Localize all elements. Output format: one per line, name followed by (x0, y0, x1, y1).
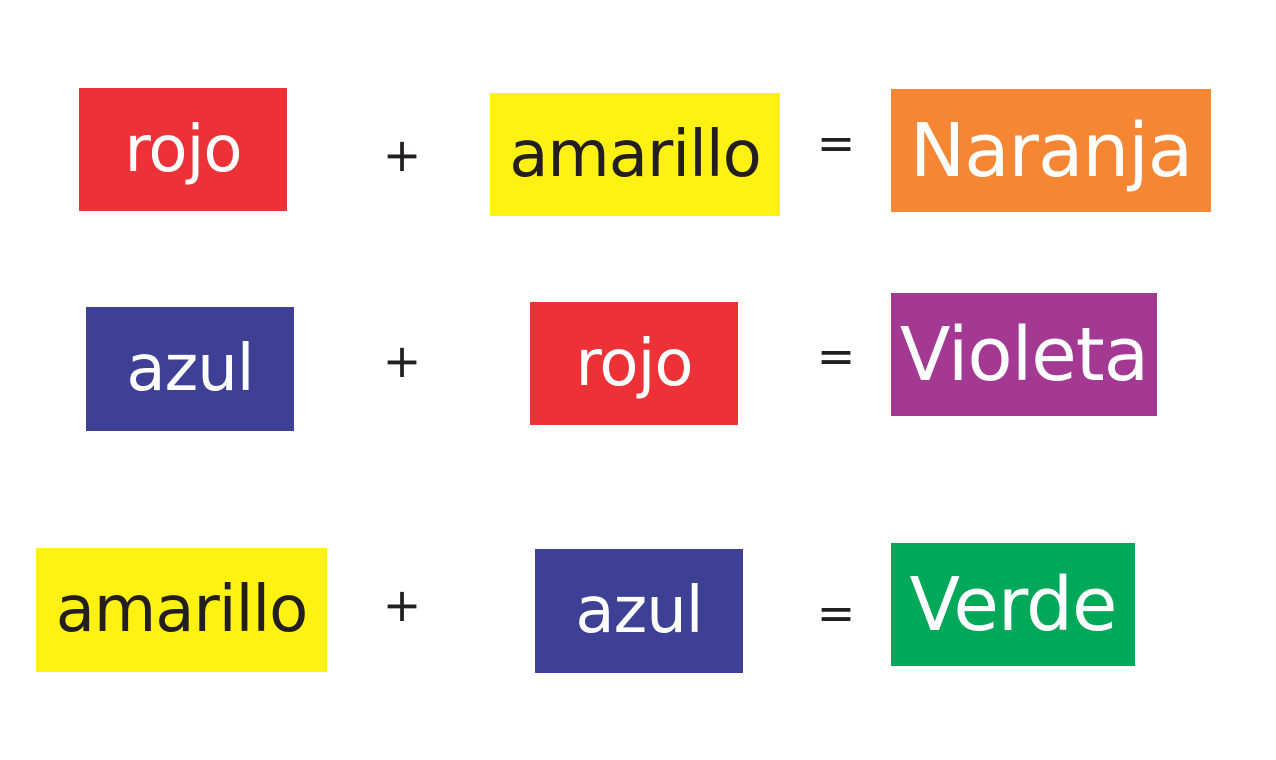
row2-left-label: azul (126, 332, 254, 406)
row2-left-box: azul (86, 307, 294, 431)
row2-right-box: rojo (530, 302, 738, 425)
row3-result-box: Verde (891, 543, 1135, 666)
row1-result-label: Naranja (909, 107, 1193, 194)
row3-result-label: Verde (909, 561, 1117, 648)
row2-right-label: rojo (575, 326, 694, 401)
row1-right-box: amarillo (490, 93, 780, 216)
row2-equals-sign: = (816, 329, 856, 383)
row1-right-label: amarillo (509, 117, 762, 192)
row3-right-label: azul (575, 574, 703, 648)
row3-equals-sign: = (816, 586, 856, 640)
row2-result-label: Violeta (899, 311, 1149, 398)
row1-equals-sign: = (816, 116, 856, 170)
row3-plus-sign: + (382, 578, 422, 632)
row1-result-box: Naranja (891, 89, 1211, 212)
row3-right-box: azul (535, 549, 743, 673)
row2-plus-sign: + (382, 334, 422, 388)
row1-plus-sign: + (382, 128, 422, 182)
row2-result-box: Violeta (891, 293, 1157, 416)
row3-left-box: amarillo (36, 548, 327, 672)
row1-left-box: rojo (79, 88, 287, 211)
row3-left-label: amarillo (55, 573, 309, 647)
row1-left-label: rojo (124, 112, 243, 187)
